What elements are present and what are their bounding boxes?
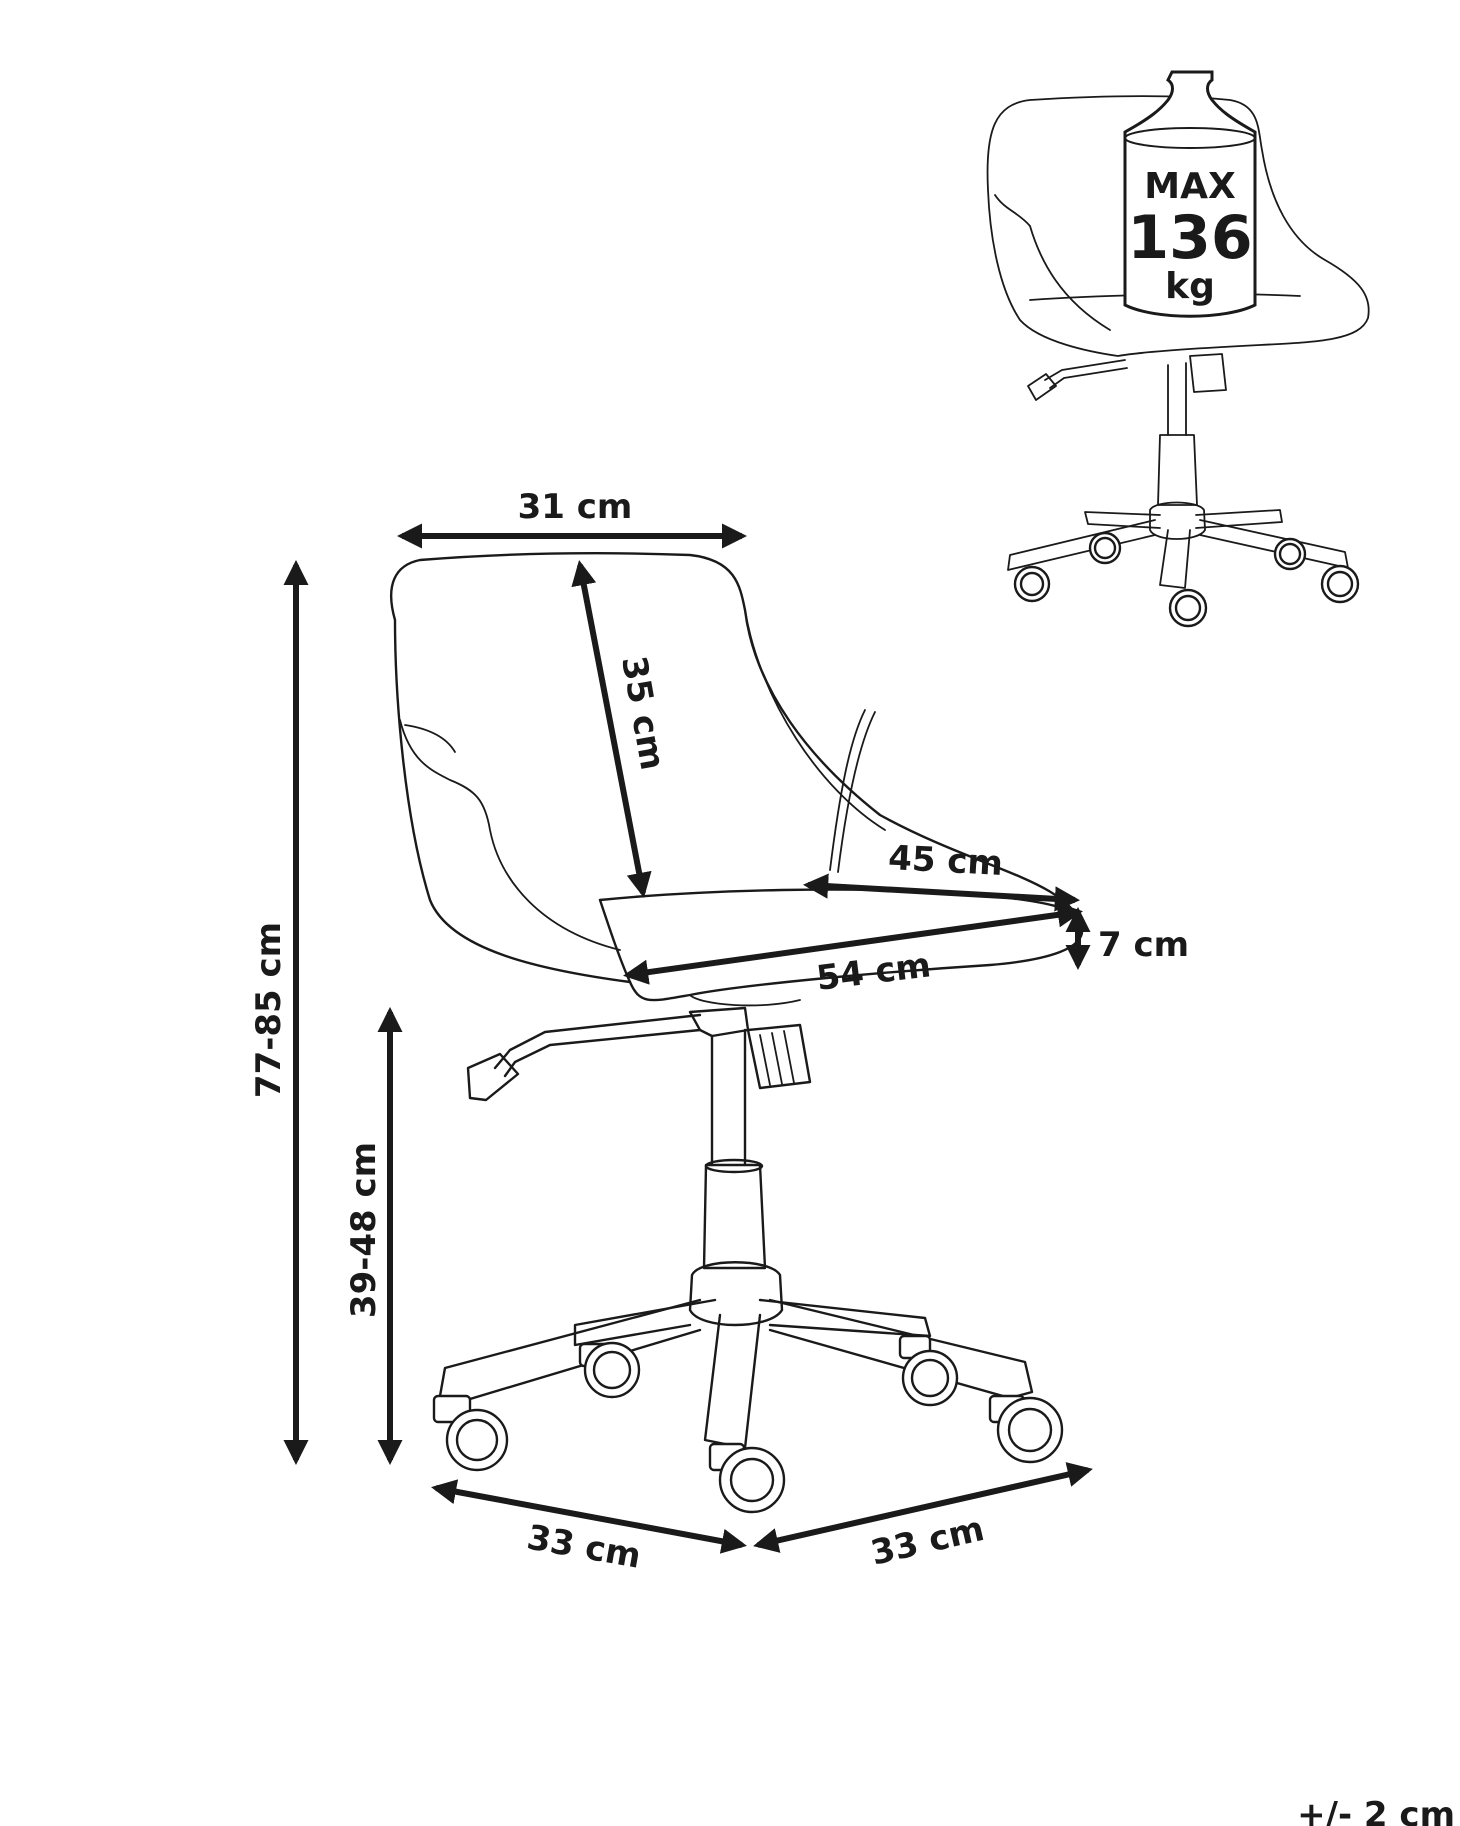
main-chair-illustration bbox=[390, 551, 1084, 1514]
label-seat-height: 39-48 cm bbox=[344, 1142, 384, 1318]
label-seat-depth: 54 cm bbox=[814, 945, 933, 999]
label-top-width: 31 cm bbox=[518, 487, 633, 527]
dimension-arrows bbox=[283, 523, 1093, 1554]
label-seat-width: 45 cm bbox=[887, 838, 1004, 884]
label-tolerance: +/- 2 cm bbox=[1297, 1795, 1455, 1826]
label-total-height: 77-85 cm bbox=[249, 922, 289, 1098]
weight-icon: MAX 136 kg bbox=[1123, 70, 1257, 318]
max-load-illustration: MAX 136 kg bbox=[986, 70, 1370, 628]
max-label: MAX bbox=[1144, 166, 1236, 207]
label-back-height: 35 cm bbox=[613, 653, 672, 773]
max-load-value: 136 bbox=[1127, 203, 1252, 273]
max-load-unit: kg bbox=[1165, 266, 1215, 307]
label-seat-thickness: 7 cm bbox=[1098, 925, 1189, 965]
dimension-labels: 31 cm 35 cm 45 cm 7 cm 54 cm 77-85 cm 39… bbox=[249, 487, 1455, 1826]
